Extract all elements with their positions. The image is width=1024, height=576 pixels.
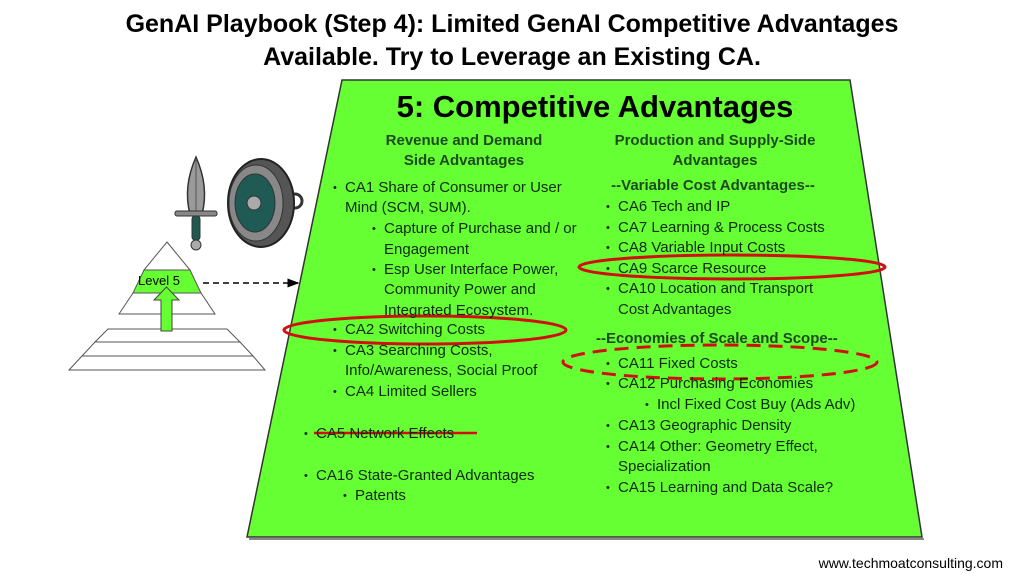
list-item: CA10 Location and Transport (606, 279, 813, 299)
list-item: CA12 Purchasing Economies (606, 374, 813, 394)
list-item: CA3 Searching Costs, (333, 341, 493, 361)
list-item: CA15 Learning and Data Scale? (606, 478, 833, 498)
list-item: CA13 Geographic Density (606, 416, 791, 436)
list-item: Engagement (384, 241, 470, 258)
list-item: CA7 Learning & Process Costs (606, 218, 825, 238)
dagger-icon (174, 155, 218, 251)
slide-title-line1: GenAI Playbook (Step 4): Limited GenAI C… (125, 10, 899, 38)
list-item: CA14 Other: Geometry Effect, (606, 437, 818, 457)
list-item: CA16 State-Granted Advantages (304, 466, 535, 486)
list-item: Patents (343, 486, 406, 506)
list-item: CA1 Share of Consumer or User (333, 178, 562, 198)
economies-heading: --Economies of Scale and Scope-- (596, 330, 838, 347)
list-item: Capture of Purchase and / or (372, 219, 577, 239)
panel-title: 5: Competitive Advantages (396, 89, 794, 124)
list-item: CA8 Variable Input Costs (606, 238, 785, 258)
up-arrow-icon (152, 286, 181, 332)
list-item: Integrated Ecosystem. (384, 302, 534, 319)
list-item: Info/Awareness, Social Proof (345, 362, 538, 379)
list-item: Cost Advantages (618, 301, 732, 318)
slide-title-line2: Available. Try to Leverage an Existing C… (263, 43, 761, 71)
list-item-ca9: CA9 Scarce Resource (606, 259, 766, 279)
shield-icon (227, 158, 304, 248)
list-item: Community Power and (384, 281, 536, 298)
list-item: Esp User Interface Power, (372, 260, 558, 280)
right-heading: Advantages (672, 152, 758, 169)
list-item: CA4 Limited Sellers (333, 382, 477, 402)
website-url: www.techmoatconsulting.com (818, 555, 1003, 571)
list-item: Mind (SCM, SUM). (345, 199, 471, 216)
pyramid-level-label: Level 5 (138, 273, 180, 288)
pyramid (67, 241, 267, 371)
left-heading: Side Advantages (403, 152, 525, 169)
left-heading: Revenue and Demand (385, 132, 543, 149)
right-heading: Production and Supply-Side (614, 132, 816, 149)
list-item: Specialization (618, 458, 711, 475)
variable-cost-heading: --Variable Cost Advantages-- (611, 177, 815, 194)
list-item: CA6 Tech and IP (606, 197, 730, 217)
list-item-ca11: CA11 Fixed Costs (606, 354, 738, 374)
list-item-ca2: CA2 Switching Costs (333, 320, 485, 340)
list-item-ca5: CA5 Network Effects (304, 424, 454, 444)
list-item: Incl Fixed Cost Buy (Ads Adv) (645, 395, 855, 415)
